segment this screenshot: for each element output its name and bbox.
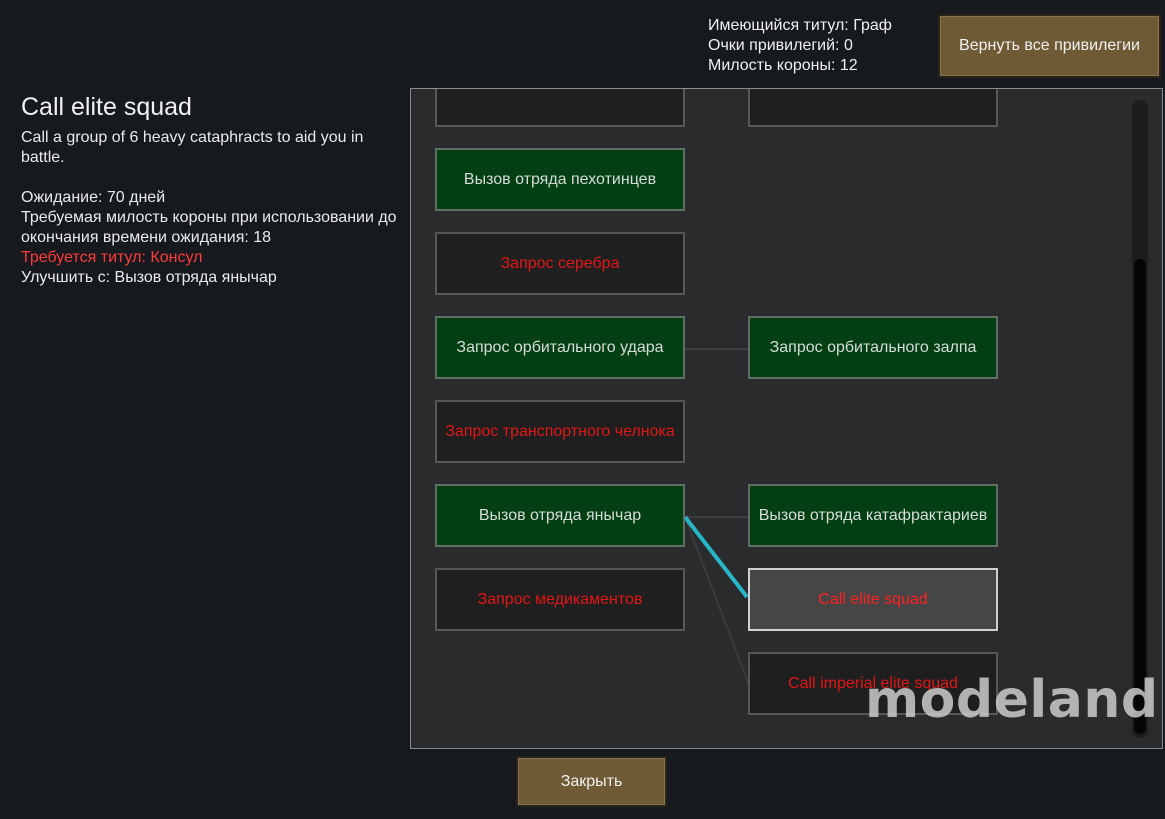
details-title: Call elite squad [21, 93, 192, 121]
tree-links [683, 348, 750, 686]
privilege-points: Очки привилегий: 0 [708, 37, 853, 54]
tree-node-imperial-elite-squad[interactable]: Call imperial elite squad [748, 652, 998, 715]
return-all-privileges-button[interactable]: Вернуть все привилегии [938, 14, 1161, 78]
details-favor-required: Требуемая милость короны при использован… [21, 209, 397, 246]
tree-node-transport-shuttle[interactable]: Запрос транспортного челнока [435, 400, 685, 463]
tree-node-elite-squad[interactable]: Call elite squad [748, 568, 998, 631]
crown-favor: Милость короны: 12 [708, 57, 858, 74]
details-title-required: Требуется титул: Консул [21, 249, 203, 266]
tree-node-janissary-squad[interactable]: Вызов отряда янычар [435, 484, 685, 547]
tree-node-orbital-strike[interactable]: Запрос орбитального удара [435, 316, 685, 379]
tree-node-top-left[interactable] [435, 89, 685, 127]
details-cooldown: Ожидание: 70 дней [21, 189, 166, 206]
link-janissary-imperial [684, 516, 750, 686]
privilege-details: Call elite squad Call a group of 6 heavy… [21, 92, 401, 288]
tree-node-infantry-squad[interactable]: Вызов отряда пехотинцев [435, 148, 685, 211]
link-janissary-elite-highlight [683, 515, 749, 599]
close-button[interactable]: Закрыть [516, 756, 667, 807]
tree-node-medicine-request[interactable]: Запрос медикаментов [435, 568, 685, 631]
details-description: Call a group of 6 heavy cataphracts to a… [21, 129, 364, 166]
current-title: Имеющийся титул: Граф [708, 17, 892, 34]
tree-node-cataphract-squad[interactable]: Вызов отряда катафрактариев [748, 484, 998, 547]
scrollbar-thumb[interactable] [1134, 259, 1146, 734]
tree-node-top-right[interactable] [748, 89, 998, 127]
tree-node-silver-request[interactable]: Запрос серебра [435, 232, 685, 295]
details-upgrade-from: Улучшить с: Вызов отряда янычар [21, 269, 277, 286]
tree-node-orbital-salvo[interactable]: Запрос орбитального залпа [748, 316, 998, 379]
privilege-tree[interactable]: Вызов отряда пехотинцев Запрос серебра З… [410, 88, 1163, 749]
stats-panel: Имеющийся титул: Граф Очки привилегий: 0… [708, 16, 892, 76]
